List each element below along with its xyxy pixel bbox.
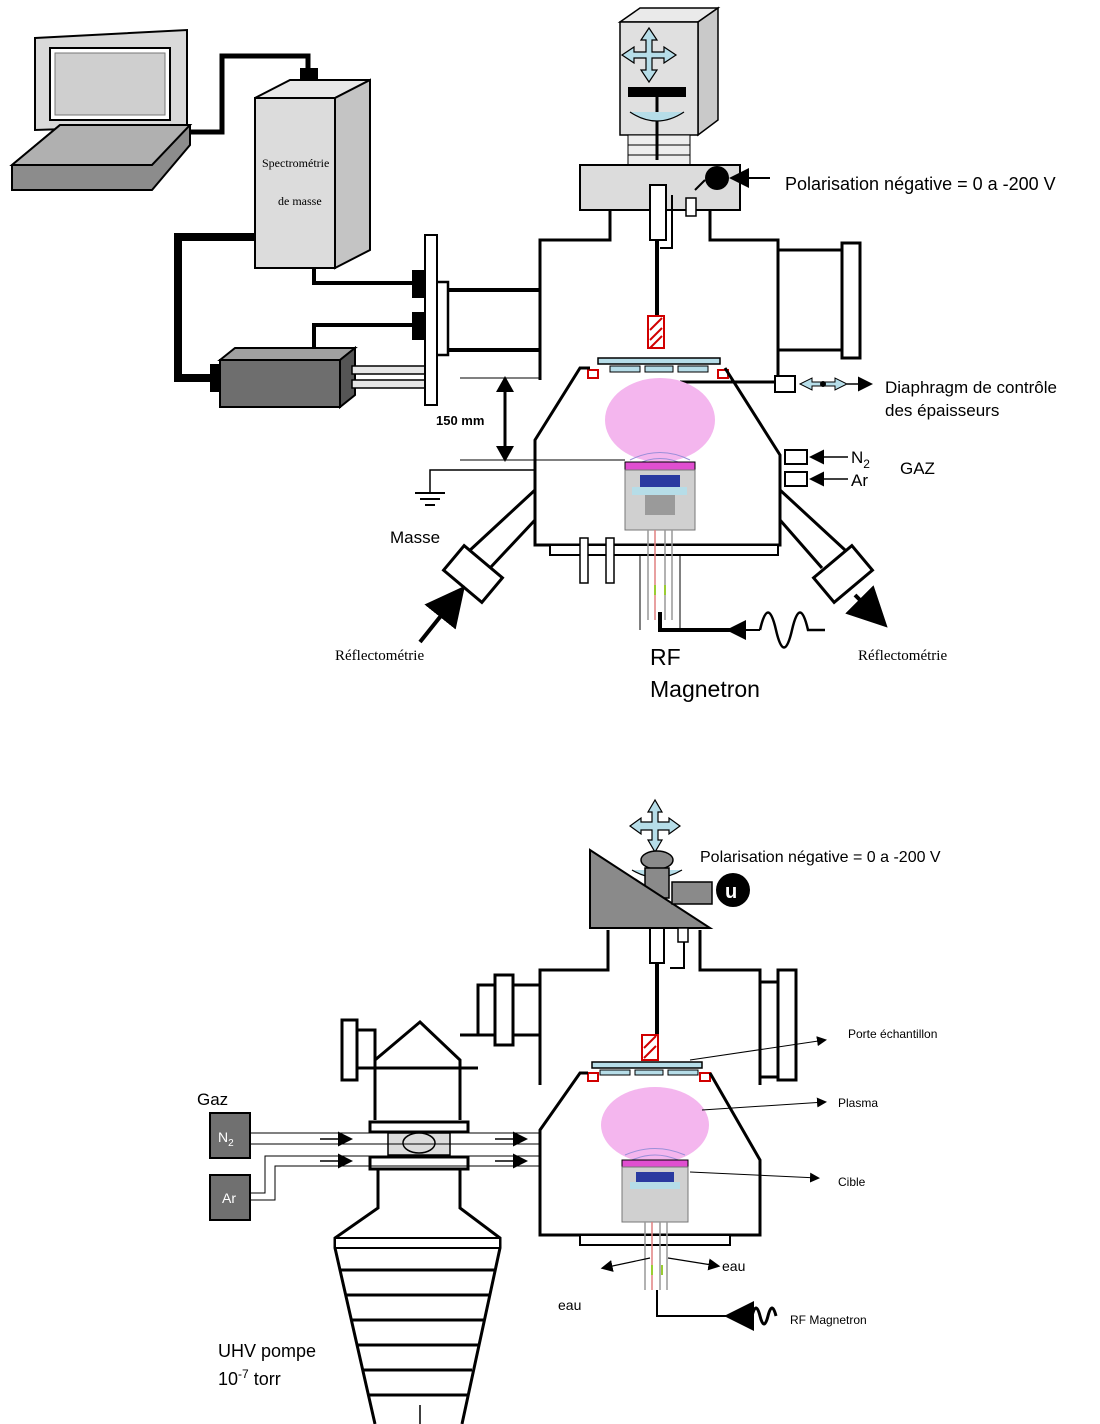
- gas-ar-bottom: Ar: [222, 1190, 236, 1206]
- distance-label: 150 mm: [436, 413, 484, 428]
- uhv-pump: [333, 1169, 502, 1424]
- bias-symbol: u: [725, 881, 737, 903]
- water-label-right: eau: [722, 1258, 745, 1274]
- mass-spec-label-1: Spectrométrie: [262, 156, 329, 170]
- rf-label-2: Magnetron: [650, 676, 760, 702]
- rf-wave-icon: [758, 611, 825, 649]
- rf-label-1: RF: [650, 644, 681, 670]
- diaphragm-label-2: des épaisseurs: [885, 401, 999, 420]
- reflectometry-right: Réflectométrie: [858, 648, 947, 664]
- water-label-left: eau: [558, 1297, 581, 1313]
- pump-box: [217, 345, 358, 410]
- sample-holder-label: Porte échantillon: [848, 1027, 937, 1041]
- top-diagram: Spectrométrie de masse: [9, 6, 1057, 702]
- bottom-diagram: u Polarisation négative = 0 a -200 V: [197, 798, 941, 1424]
- magnetron-top: [624, 461, 696, 630]
- mass-spec-label-2: de masse: [278, 194, 322, 208]
- pump-label-1: UHV pompe: [218, 1341, 316, 1361]
- gas-ar-top: Ar: [851, 471, 868, 490]
- manipulator: [617, 6, 721, 166]
- computer-icon: [9, 28, 193, 191]
- pump-label-2: 10-7 torr: [218, 1367, 281, 1389]
- four-way-arrow-icon: [620, 26, 678, 84]
- four-way-arrow-icon: [628, 798, 682, 854]
- gas-n2-top: N2: [851, 448, 870, 471]
- plasma-label: Plasma: [838, 1096, 878, 1110]
- plasma-bottom: [601, 1087, 709, 1163]
- plasma-top: [605, 378, 715, 462]
- gas-label-bottom: Gaz: [197, 1090, 228, 1109]
- target-label: Cible: [838, 1175, 866, 1189]
- bias-label-bottom: Polarisation négative = 0 a -200 V: [700, 849, 941, 866]
- ground-label: Masse: [390, 528, 440, 547]
- gas-label-top: GAZ: [900, 459, 935, 478]
- mass-spectrometer-box: [254, 78, 371, 270]
- rf-wave-icon: [750, 1306, 778, 1326]
- bias-label-top: Polarisation négative = 0 a -200 V: [785, 174, 1056, 194]
- magnetron-bottom: [621, 1159, 689, 1290]
- diaphragm-label-1: Diaphragm de contrôle: [885, 378, 1057, 397]
- rf-label-bottom: RF Magnetron: [790, 1313, 867, 1327]
- gas-n2-bottom: N2: [218, 1129, 234, 1149]
- reflectometry-left: Réflectométrie: [335, 648, 424, 664]
